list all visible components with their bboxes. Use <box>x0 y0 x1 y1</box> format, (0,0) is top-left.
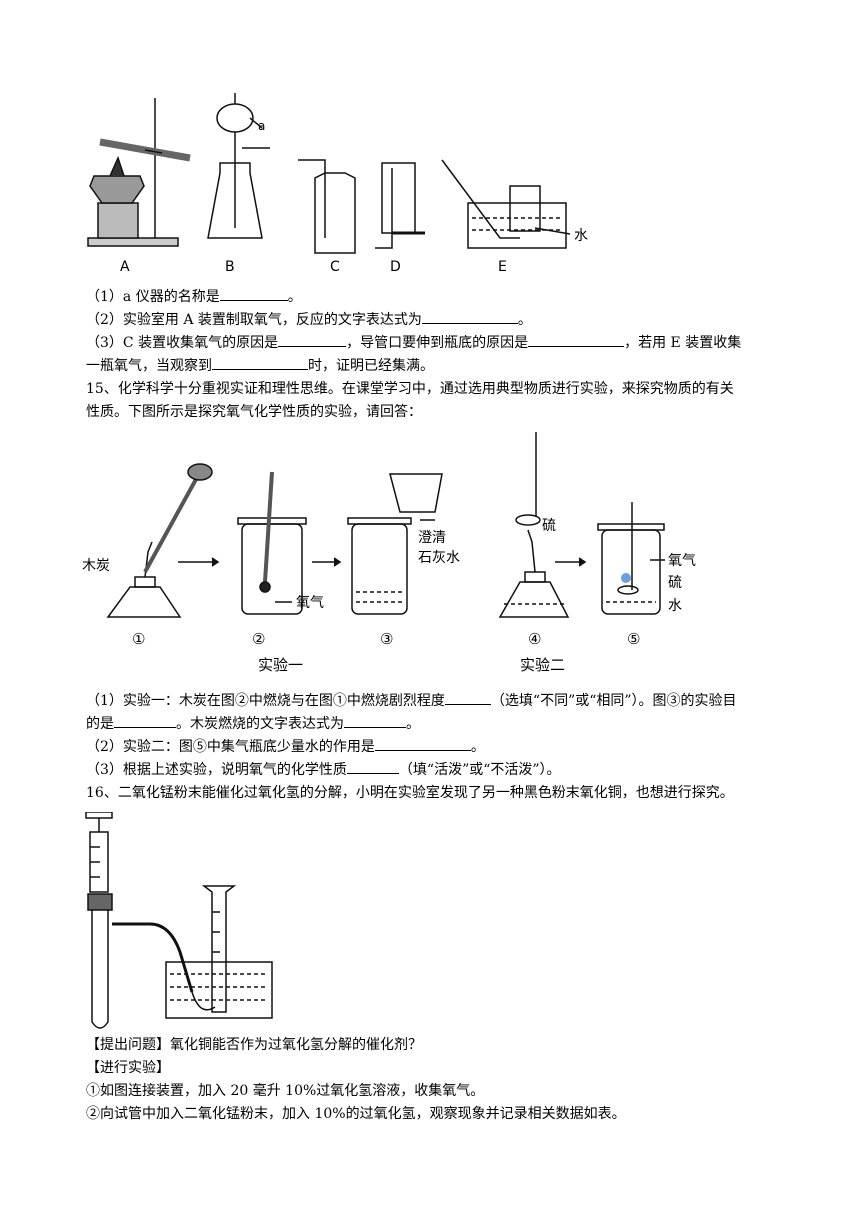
label-B: B <box>225 259 235 275</box>
answer-blank[interactable] <box>114 713 176 728</box>
label-sulfur-4: 硫 <box>542 518 556 534</box>
answer-blank[interactable] <box>444 690 491 705</box>
answer-blank[interactable] <box>346 759 399 774</box>
label-charcoal: 木炭 <box>82 558 110 574</box>
figure-number-4: ④ <box>528 630 541 648</box>
label-oxygen-5: 氧气 <box>668 553 696 569</box>
label-limewater-1: 澄清 <box>418 530 446 546</box>
answer-blank[interactable] <box>421 309 518 324</box>
label-A: A <box>120 259 130 275</box>
q14-part2: （2）实验室用 A 装置制取氧气，反应的文字表达式为。 <box>86 309 532 331</box>
q16-intro: 16、二氧化锰粉末能催化过氧化氢的分解，小明在实验室发现了另一种黑色粉末氧化铜，… <box>86 785 734 801</box>
oxygen-experiment-figure: 木炭 氧气 澄清 石灰水 硫 氧气 硫 水 ① ② ③ ④ ⑤ 实验一 实验二 <box>82 432 696 674</box>
figure-number-2: ② <box>252 630 265 648</box>
figure-number-5: ⑤ <box>627 630 640 648</box>
figure-number-3: ③ <box>380 630 393 648</box>
q16-experiment-heading: 【进行实验】 <box>86 1060 170 1076</box>
label-D: D <box>390 259 401 275</box>
q16-step2: ②向试管中加入二氧化锰粉末，加入 10%的过氧化氢，观察现象并记录相关数据如表。 <box>86 1106 626 1122</box>
experiment-2-label: 实验二 <box>520 656 565 674</box>
answer-blank[interactable] <box>219 286 288 301</box>
q16-step1: ①如图连接装置，加入 20 毫升 10%过氧化氢溶液，收集氧气。 <box>86 1083 485 1099</box>
label-a: a <box>258 119 265 133</box>
answer-blank[interactable] <box>278 332 347 347</box>
q15-part1-cont: 的是。木炭燃烧的文字表达式为。 <box>86 713 420 735</box>
q15-part1: （1）实验一：木炭在图②中燃烧与在图①中燃烧剧烈程度（选填“不同”或“相同”）。… <box>86 690 737 712</box>
answer-blank[interactable] <box>344 713 406 728</box>
q15-intro-1: 15、化学科学十分重视实证和理性思维。在课堂学习中，通过选用典型物质进行实验，来… <box>86 381 734 397</box>
label-water-5: 水 <box>668 598 682 614</box>
q15-intro-2: 性质。下图所示是探究氧气化学性质的实验，请回答： <box>86 404 422 420</box>
apparatus-figure-1: A B C D E a 水 <box>87 93 588 275</box>
label-oxygen-2: 氧气 <box>296 595 324 611</box>
figure-number-1: ① <box>132 630 145 648</box>
q14-part3: （3）C 装置收集氧气的原因是，导管口要伸到瓶底的原因是，若用 E 装置收集 <box>86 332 741 354</box>
q15-part3: （3）根据上述实验，说明氧气的化学性质（填“活泼”或“不活泼”）。 <box>86 759 561 781</box>
label-E: E <box>498 259 507 275</box>
catalyst-apparatus-figure <box>85 812 273 1029</box>
label-sulfur-5: 硫 <box>668 575 682 591</box>
label-limewater-2: 石灰水 <box>418 550 460 566</box>
q14-part1: （1）a 仪器的名称是。 <box>86 286 302 308</box>
q16-question: 【提出问题】氧化铜能否作为过氧化氢分解的催化剂？ <box>86 1037 422 1053</box>
answer-blank[interactable] <box>528 332 625 347</box>
answer-blank[interactable] <box>374 736 471 751</box>
q15-part2: （2）实验二：图⑤中集气瓶底少量水的作用是。 <box>86 736 485 758</box>
answer-blank[interactable] <box>212 355 308 370</box>
label-water-E: 水 <box>574 228 588 244</box>
experiment-1-label: 实验一 <box>258 656 303 674</box>
label-C: C <box>330 259 340 275</box>
q14-part3-cont: 一瓶氧气，当观察到时，证明已经集满。 <box>86 355 434 377</box>
